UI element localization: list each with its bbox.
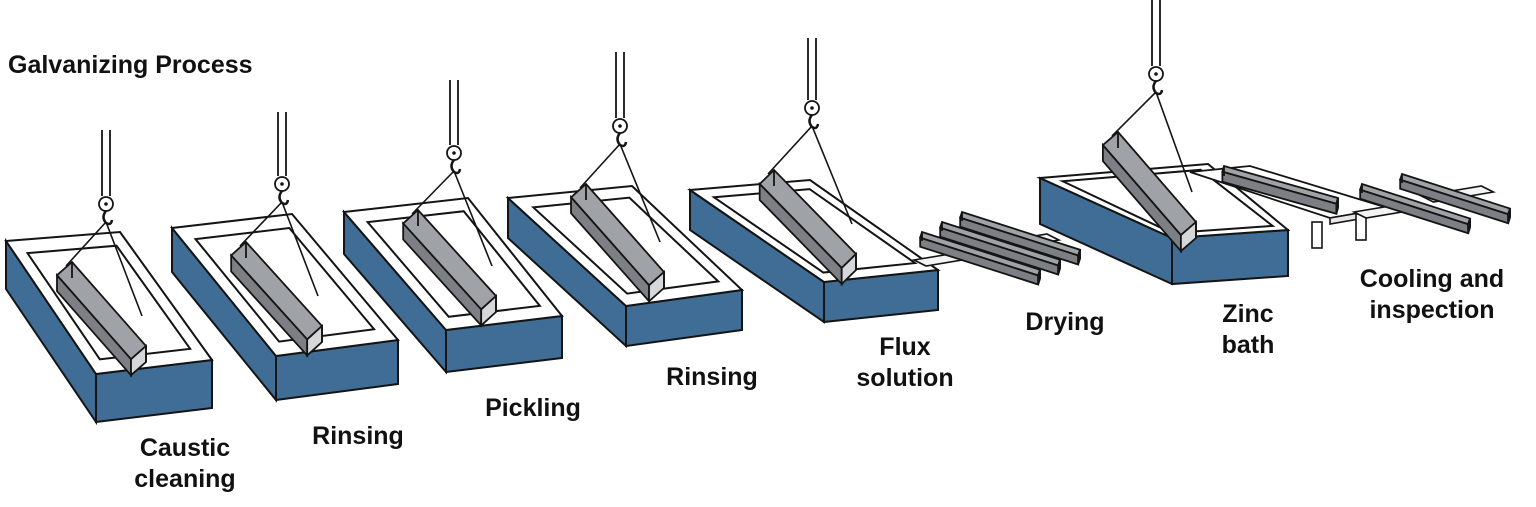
step-label-line: Drying xyxy=(1025,308,1105,336)
step-label-line: Rinsing xyxy=(312,422,404,450)
hook-icon xyxy=(616,132,628,148)
tank-rinsing-1 xyxy=(170,112,400,403)
pulley-axle xyxy=(280,182,284,186)
sling-rope xyxy=(767,125,813,175)
step-label-zinc-bath: Zinc bath xyxy=(1200,299,1296,361)
sling-rope xyxy=(811,125,853,225)
sling-rope xyxy=(579,143,621,189)
step-label-line: Cooling and xyxy=(1359,265,1505,293)
sling-rope xyxy=(1155,91,1193,193)
tank-zinc xyxy=(1036,0,1291,286)
sling-rope xyxy=(281,201,319,297)
step-label-line: bath xyxy=(1221,331,1275,359)
tank-pickling xyxy=(342,80,564,375)
step-label-line: solution xyxy=(856,364,954,392)
page-title: Galvanizing Process xyxy=(8,51,253,79)
tank-caustic xyxy=(4,130,214,426)
tank-rinsing-2 xyxy=(505,52,745,349)
sling-rope xyxy=(453,170,493,267)
step-label-rinsing-2: Rinsing xyxy=(650,362,774,393)
step-label-pickling: Pickling xyxy=(468,393,598,424)
step-label-drying: Drying xyxy=(1008,307,1122,338)
step-label-line: Pickling xyxy=(485,394,581,422)
shelf-leg xyxy=(1311,221,1323,249)
step-label-line: Caustic xyxy=(139,434,231,462)
step-label-caustic-cleaning: Caustic cleaning xyxy=(118,433,252,495)
hook-icon xyxy=(102,210,114,226)
sling-rope xyxy=(239,201,283,247)
pulley-axle xyxy=(104,202,108,206)
step-label-line: inspection xyxy=(1369,296,1495,324)
pulley-axle xyxy=(1154,72,1158,76)
pulley-axle xyxy=(618,124,622,128)
pulley-axle xyxy=(452,151,456,155)
hook-icon xyxy=(1152,80,1164,96)
step-label-line: Zinc xyxy=(1222,300,1274,328)
hook-icon xyxy=(450,159,462,175)
zinc-shelf xyxy=(1189,164,1389,249)
sling-rope xyxy=(65,221,107,267)
tank-flux xyxy=(687,38,941,324)
sling-rope xyxy=(105,221,143,317)
step-label-line: cleaning xyxy=(134,465,236,493)
rack-cooling xyxy=(1351,172,1512,235)
step-label-line: Rinsing xyxy=(666,363,758,391)
step-label-flux-solution: Flux solution xyxy=(838,332,972,394)
rack-drying xyxy=(911,210,1082,286)
sling-rope xyxy=(619,143,661,243)
step-label-cooling-inspection: Cooling and inspection xyxy=(1340,264,1524,326)
step-label-rinsing-1: Rinsing xyxy=(296,421,420,452)
hook-icon xyxy=(278,190,290,206)
sling-rope xyxy=(411,170,455,215)
step-label-line: Flux xyxy=(879,333,931,361)
sling-rope xyxy=(1111,91,1157,137)
pulley-axle xyxy=(810,106,814,110)
hook-icon xyxy=(808,114,820,130)
